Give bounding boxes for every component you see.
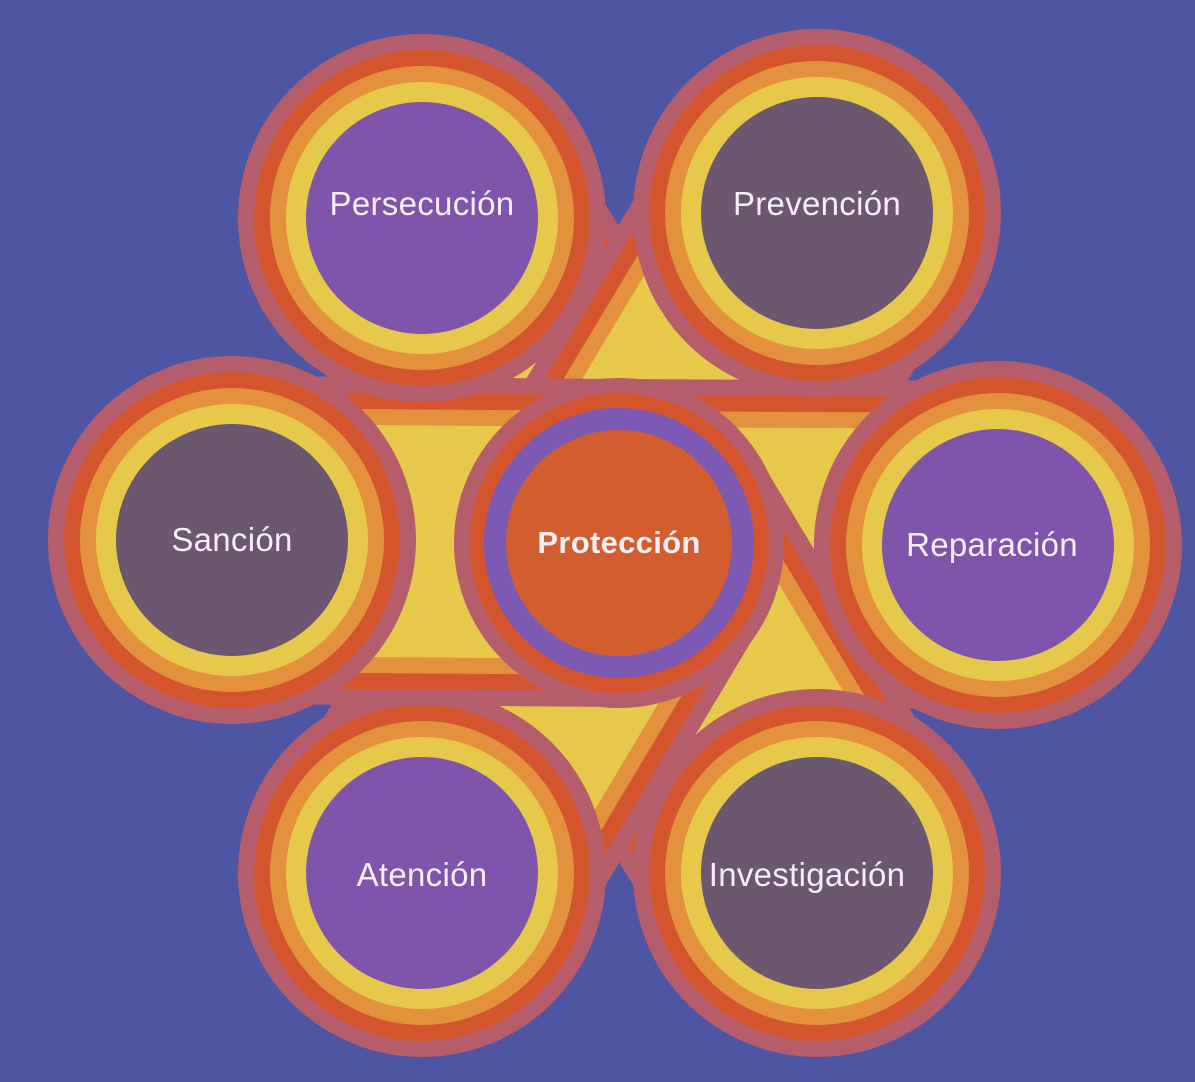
node-label-sancion: Sanción: [171, 521, 293, 558]
node-disc-sancion: [116, 424, 348, 656]
node-disc-persecucion: [306, 102, 538, 334]
center-label-proteccion: Protección: [537, 525, 701, 560]
node-label-reparacion: Reparación: [906, 526, 1078, 563]
node-disc-investigacion: [701, 757, 933, 989]
node-disc-atencion: [306, 757, 538, 989]
node-label-investigacion: Investigación: [708, 856, 906, 893]
node-label-persecucion: Persecución: [329, 185, 515, 222]
node-disc-reparacion: [882, 429, 1114, 661]
node-label-atencion: Atención: [356, 856, 488, 893]
node-label-prevencion: Prevención: [732, 185, 902, 222]
center-disc: [506, 430, 732, 656]
node-disc-prevencion: [701, 97, 933, 329]
